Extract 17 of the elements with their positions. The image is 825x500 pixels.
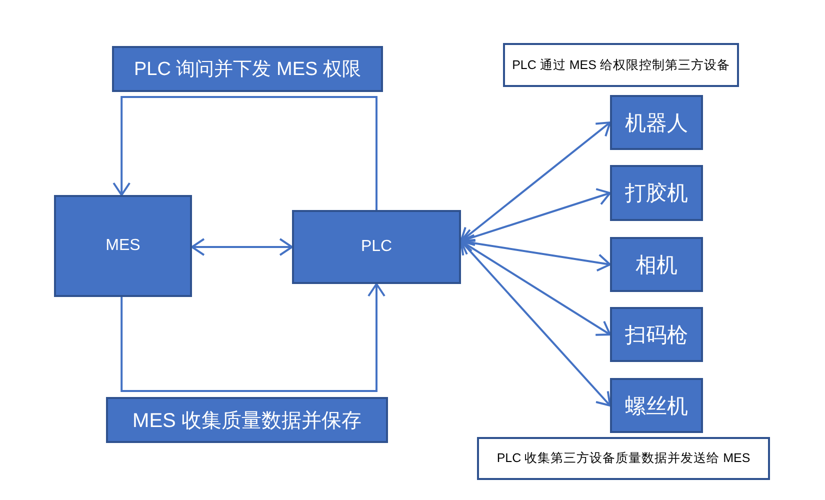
banner-box: MES 收集质量数据并保存 [106, 397, 388, 443]
device-box: 相机 [610, 237, 703, 292]
device-box: 打胶机 [610, 165, 703, 221]
process-box: PLC [292, 210, 461, 284]
arrow [112, 96, 378, 210]
note-box: PLC 收集第三方设备质量数据并发送给 MES [477, 437, 770, 480]
device-box: 螺丝机 [610, 378, 703, 433]
device-box: 机器人 [610, 95, 703, 150]
arrow [120, 283, 386, 392]
arrow [460, 240, 611, 336]
arrow [460, 188, 611, 246]
arrow [460, 122, 611, 242]
process-box: MES [54, 195, 192, 297]
arrow [191, 238, 293, 256]
note-box: PLC 通过 MES 给权限控制第三方设备 [503, 43, 739, 87]
banner-box: PLC 询问并下发 MES 权限 [112, 46, 383, 92]
device-box: 扫码枪 [610, 307, 703, 362]
